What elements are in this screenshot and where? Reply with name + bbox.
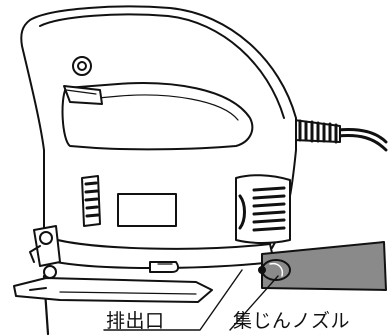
base-shoe xyxy=(13,277,213,303)
leader-dust-nozzle xyxy=(229,275,279,331)
handle-opening xyxy=(61,82,254,151)
exhaust-port-label: 排出口 xyxy=(106,310,165,332)
speed-dial-icon xyxy=(81,175,101,227)
power-cord xyxy=(336,128,388,152)
motor-vents-icon xyxy=(235,174,291,244)
blade-guide-icon xyxy=(29,225,61,279)
dust-nozzle xyxy=(261,241,387,291)
cord-strain-relief xyxy=(293,119,341,144)
dust-nozzle-label: 集じんノズル xyxy=(233,310,351,332)
leader-lines xyxy=(103,269,279,331)
trigger-icon xyxy=(63,85,103,105)
label-plate xyxy=(117,193,177,227)
housing-rim xyxy=(39,13,285,119)
leader-exhaust-port xyxy=(103,269,243,331)
lock-button-icon xyxy=(72,56,92,76)
nozzle-hole xyxy=(258,266,266,274)
